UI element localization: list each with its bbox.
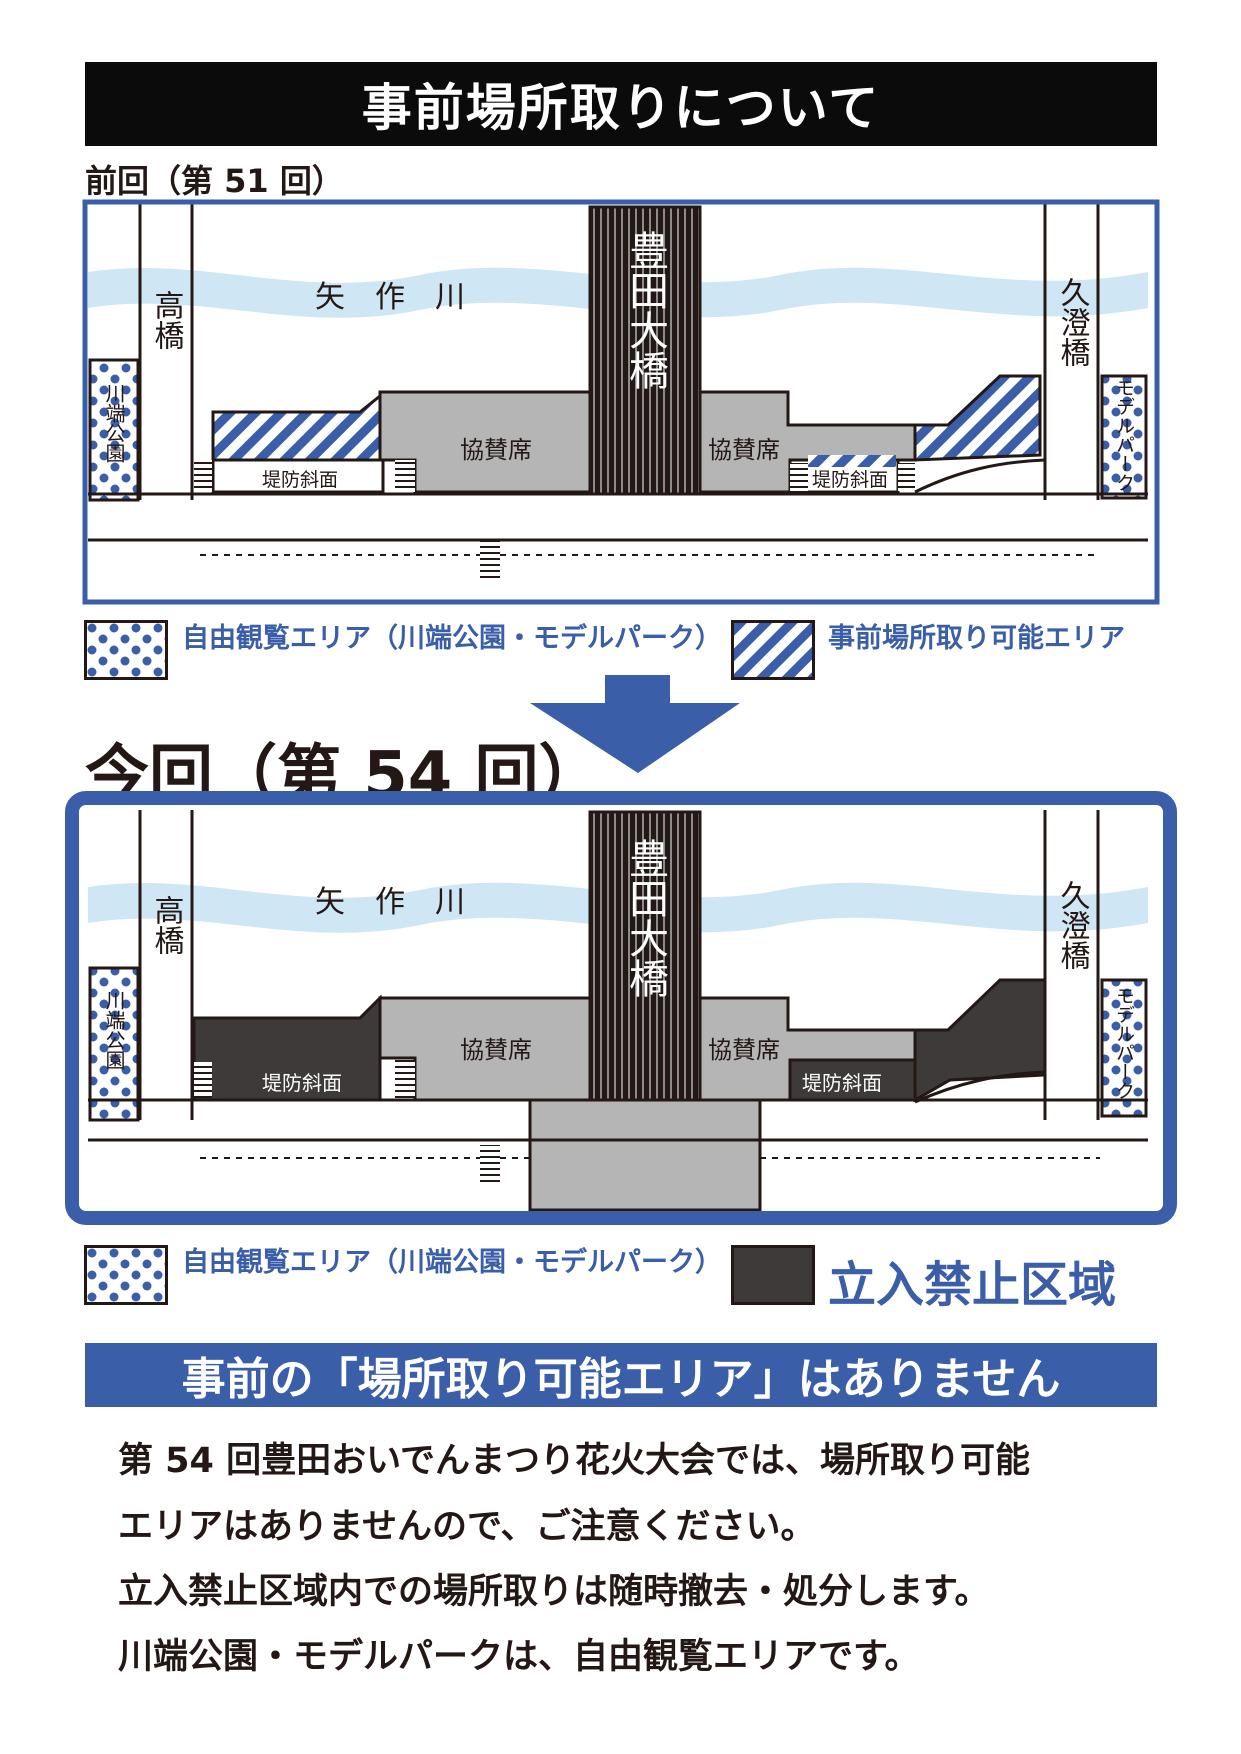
previous-map: 矢 作 川 協賛席 協賛席 堤防斜面 堤防斜面 豊田大橋 高橋 久澄橋 川端公園… [82,199,1160,605]
down-arrow-icon [530,675,740,773]
left-bridge-label-current: 高橋 [149,895,185,955]
left-bridge-label: 高橋 [149,290,185,350]
seats-label-left: 協賛席 [460,436,532,464]
legend-free-label-current: 自由観覧エリア（川端公園・モデルパーク） [182,1247,722,1278]
right-bridge-label-current: 久澄橋 [1055,880,1091,970]
notice-banner: 事前の「場所取り可能エリア」はありません [85,1343,1157,1407]
body-line-2: エリアはありませんので、ご注意ください。 [118,1507,816,1547]
embankment-label-left-current: 堤防斜面 [262,1071,342,1095]
page-title: 事前場所取りについて [85,62,1157,146]
previous-label: 前回（第 51 回） [85,162,344,200]
center-bridge-label: 豊田大橋 [622,230,668,390]
seats-label-right-current: 協賛席 [708,1036,780,1064]
legend-free-label: 自由観覧エリア（川端公園・モデルパーク） [182,623,722,654]
body-line-4: 川端公園・モデルパークは、自由観覧エリアです。 [118,1637,920,1677]
legend-restricted-swatch [731,1245,815,1305]
right-park-label: モデルパーク [1113,378,1135,492]
right-park-label-current: モデルパーク [1113,986,1135,1100]
body-line-3: 立入禁止区域内での場所取りは随時撤去・処分します。 [118,1572,990,1612]
right-bridge-label: 久澄橋 [1055,277,1091,367]
body-line-1: 第 54 回豊田おいでんまつり花火大会では、場所取り可能 [118,1441,1031,1481]
legend-free-swatch [84,620,168,680]
embankment-label-right-current: 堤防斜面 [802,1071,882,1095]
legend-reserve-swatch [731,620,815,680]
legend-restricted-label: 立入禁止区域 [828,1257,1117,1313]
embankment-label-right: 堤防斜面 [812,469,888,491]
legend-reserve-label: 事前場所取り可能エリア [828,623,1125,654]
legend-free-swatch-current [84,1245,168,1305]
center-bridge-label-current: 豊田大橋 [622,838,668,998]
left-park-label: 川端公園 [102,383,126,463]
river-label: 矢 作 川 [315,280,465,315]
river-label-current: 矢 作 川 [315,885,465,920]
left-park-label-current: 川端公園 [102,990,126,1070]
embankment-label-left: 堤防斜面 [262,469,338,491]
seats-label-right: 協賛席 [708,436,780,464]
current-map: 矢 作 川 協賛席 協賛席 堤防斜面 堤防斜面 豊田大橋 高橋 久澄橋 川端公園… [65,791,1177,1225]
seats-label-left-current: 協賛席 [460,1036,532,1064]
